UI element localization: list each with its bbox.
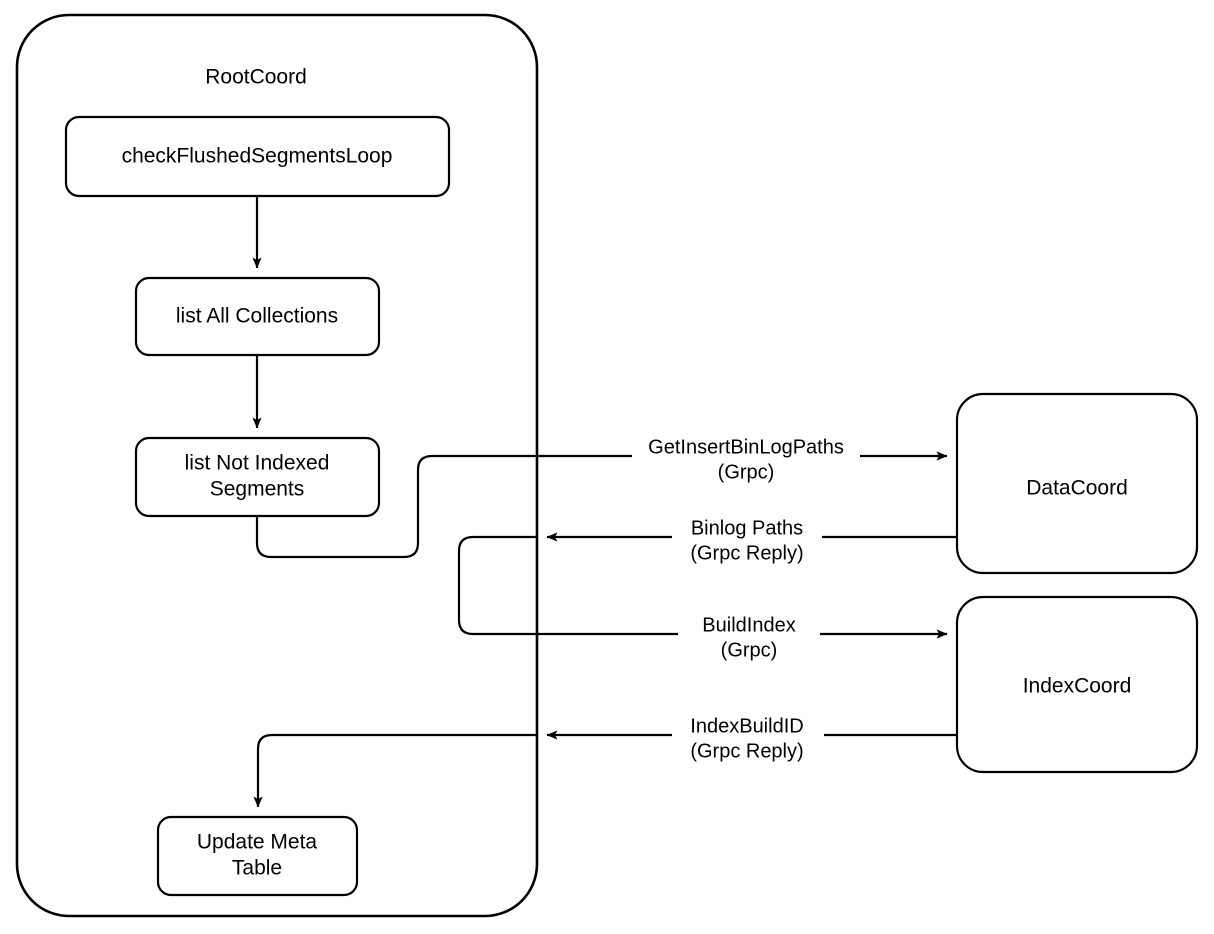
index-build-id-label-line1: IndexBuildID <box>690 715 803 737</box>
edge-binlog-paths: Binlog Paths (Grpc Reply) <box>546 509 957 567</box>
node-list-all-collections[interactable]: list All Collections <box>134 276 381 357</box>
binlog-paths-label-line1: Binlog Paths <box>691 517 803 539</box>
list-not-indexed-label-line2: Segments <box>210 478 305 501</box>
node-datacoord[interactable]: DataCoord <box>955 392 1199 575</box>
indexcoord-box <box>955 595 1199 774</box>
check-loop-label: checkFlushedSegmentsLoop <box>122 145 393 168</box>
list-not-indexed-label-line1: list Not Indexed <box>185 452 330 475</box>
update-meta-label-line2: Table <box>232 857 282 880</box>
datacoord-box <box>955 392 1199 575</box>
edge-build-index: BuildIndex (Grpc) <box>457 535 948 664</box>
node-update-meta-table[interactable]: Update Meta Table <box>156 815 359 897</box>
datacoord-label: DataCoord <box>1026 477 1128 500</box>
binlog-paths-label-bg <box>672 509 822 567</box>
get-insert-binlog-paths-label-bg <box>632 428 860 486</box>
binlog-paths-label-line2: (Grpc Reply) <box>690 542 803 564</box>
get-insert-binlog-paths-label-line1: GetInsertBinLogPaths <box>648 436 844 458</box>
build-index-label-line2: (Grpc) <box>721 639 778 661</box>
build-index-label-line1: BuildIndex <box>702 614 795 636</box>
build-index-label-bg <box>678 606 820 664</box>
update-meta-label-line1: Update Meta <box>197 831 318 854</box>
node-check-flushed-segments-loop[interactable]: checkFlushedSegmentsLoop <box>64 115 451 198</box>
edge-get-insert-binlog-paths: GetInsertBinLogPaths (Grpc) <box>255 428 948 559</box>
list-collections-label: list All Collections <box>176 305 338 328</box>
update-meta-box <box>156 815 359 897</box>
index-build-id-label-bg <box>672 707 824 765</box>
get-insert-binlog-paths-label-line2: (Grpc) <box>718 461 775 483</box>
rootcoord-label: RootCoord <box>205 66 307 89</box>
index-build-id-label-line2: (Grpc Reply) <box>690 740 803 762</box>
node-indexcoord[interactable]: IndexCoord <box>955 595 1199 774</box>
edge-index-build-id: IndexBuildID (Grpc Reply) <box>253 707 957 808</box>
indexcoord-label: IndexCoord <box>1023 675 1132 698</box>
node-list-not-indexed-segments[interactable]: list Not Indexed Segments <box>134 436 381 518</box>
